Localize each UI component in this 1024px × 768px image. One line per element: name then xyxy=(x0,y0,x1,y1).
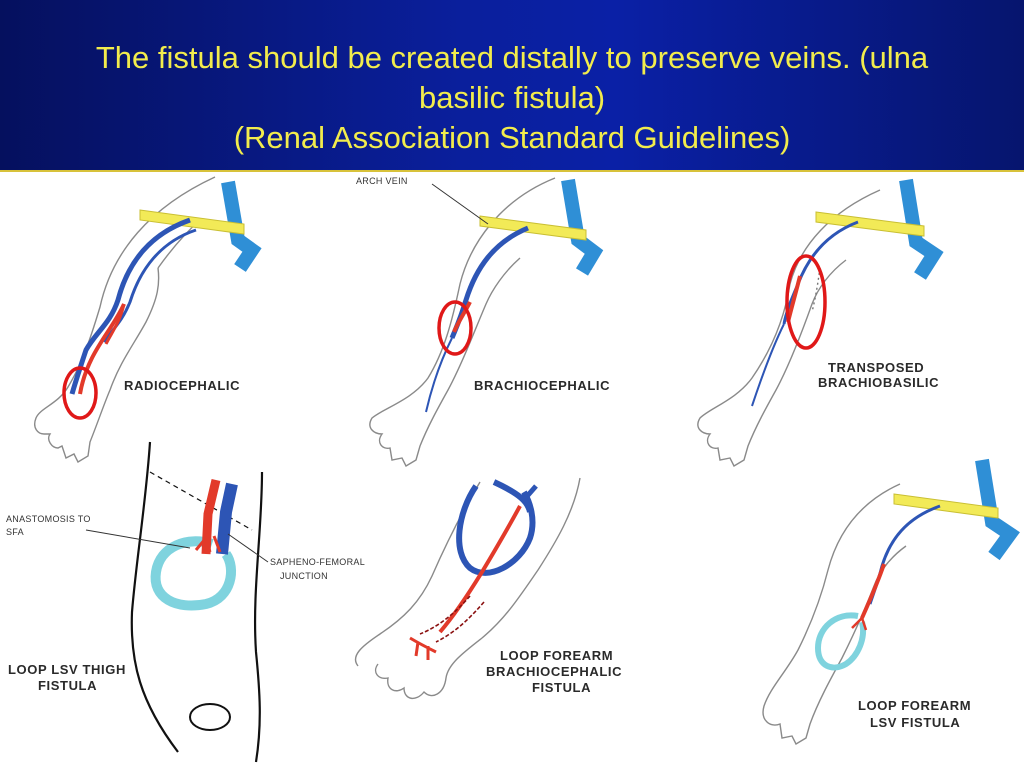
ulnar-artery xyxy=(104,303,126,345)
cephalic-vein-arm xyxy=(520,484,538,504)
panel-transposed-brachiobasilic: TRANSPOSED BRACHIOBASILIC xyxy=(697,178,944,467)
clavicle xyxy=(479,215,587,241)
title-line-3: (Renal Association Standard Guidelines) xyxy=(233,120,791,155)
label-loop-forearm-1: LOOP FOREARM xyxy=(500,648,613,663)
label-transposed: TRANSPOSED xyxy=(828,360,924,375)
panel-brachiocephalic: ARCH VEIN BRACHIOCEPHALIC xyxy=(356,176,610,467)
deep-vein xyxy=(561,178,604,276)
diagram-area: RADIOCEPHALIC ARCH VEIN BRACHIOCEPHALIC xyxy=(0,172,1024,768)
label-brachiocephalic: BRACHIOCEPHALIC xyxy=(474,378,610,393)
thigh-outline-right xyxy=(253,471,264,763)
arm-outline xyxy=(34,176,216,463)
brachial-artery xyxy=(860,563,886,619)
patella xyxy=(189,703,231,731)
graft-loop xyxy=(150,536,237,611)
cephalic-vein xyxy=(69,217,191,395)
deep-vein xyxy=(899,178,944,280)
clavicle xyxy=(815,211,925,237)
deep-vein xyxy=(975,458,1020,561)
forearm-vein xyxy=(425,337,453,413)
label-radiocephalic: RADIOCEPHALIC xyxy=(124,378,240,393)
palmar-arch xyxy=(409,636,437,660)
label-loop-forearm-lsv-2: LSV FISTULA xyxy=(870,715,960,730)
inguinal-dashed-line xyxy=(149,471,253,531)
brachial-artery xyxy=(452,301,472,333)
panel-loop-forearm-lsv: LOOP FOREARM LSV FISTULA xyxy=(762,458,1020,745)
deep-vein xyxy=(221,180,262,272)
anastomosis-branch xyxy=(194,535,222,553)
highlight-circle-wrist xyxy=(62,366,98,420)
anastomosis-pointer xyxy=(85,529,191,549)
panel-loop-forearm-brachiocephalic: LOOP FOREARM BRACHIOCEPHALIC FISTULA xyxy=(354,477,622,699)
cephalic-vein xyxy=(449,225,529,339)
label-sapheno-femoral-2: JUNCTION xyxy=(280,571,328,581)
title-banner: The fistula should be created distally t… xyxy=(0,0,1024,172)
superficial-vein xyxy=(751,323,785,407)
radial-artery xyxy=(78,303,126,395)
label-brachiobasilic: BRACHIOBASILIC xyxy=(818,375,939,390)
label-arch-vein: ARCH VEIN xyxy=(356,176,408,186)
label-loop-forearm-lsv-1: LOOP FOREARM xyxy=(858,698,971,713)
label-fistula: FISTULA xyxy=(38,678,97,693)
arm-outline xyxy=(369,177,556,467)
panel-loop-lsv-thigh: ANASTOMOSIS TO SFA SAPHENO-FEMORAL JUNCT… xyxy=(6,441,365,763)
clavicle xyxy=(139,209,245,235)
forearm-outline-lower xyxy=(374,477,581,699)
sapheno-femoral-pointer xyxy=(227,533,269,563)
label-loop-forearm-3: FISTULA xyxy=(532,680,591,695)
thigh-outline-left xyxy=(130,441,179,753)
cephalic-vein xyxy=(868,504,941,605)
title-line-2: basilic fistula) xyxy=(418,80,606,115)
radial-artery-forearm xyxy=(419,595,485,643)
label-loop-lsv-thigh: LOOP LSV THIGH xyxy=(8,662,126,677)
panel-radiocephalic: RADIOCEPHALIC xyxy=(34,176,262,463)
label-anastomosis-1: ANASTOMOSIS TO xyxy=(6,514,91,524)
header-divider xyxy=(0,170,1024,172)
vein-loop xyxy=(456,479,536,576)
label-sapheno-femoral-1: SAPHENO-FEMORAL xyxy=(270,557,365,567)
graft-loop xyxy=(814,612,866,671)
clavicle xyxy=(893,493,999,519)
brachial-artery xyxy=(438,505,522,634)
anastomosis-branch xyxy=(851,617,868,631)
label-anastomosis-2: SFA xyxy=(6,527,24,537)
femoral-vein xyxy=(216,482,238,555)
highlight-circle-elbow xyxy=(437,300,473,356)
slide-title: The fistula should be created distally t… xyxy=(20,38,1004,158)
highlight-circle-upper-arm xyxy=(785,254,827,350)
arch-vein-pointer xyxy=(431,183,489,225)
old-vein-path-dotted xyxy=(811,267,821,313)
title-line-1: The fistula should be created distally t… xyxy=(95,40,929,75)
label-loop-forearm-2: BRACHIOCEPHALIC xyxy=(486,664,622,679)
fistula-diagram: RADIOCEPHALIC ARCH VEIN BRACHIOCEPHALIC xyxy=(6,176,1020,763)
